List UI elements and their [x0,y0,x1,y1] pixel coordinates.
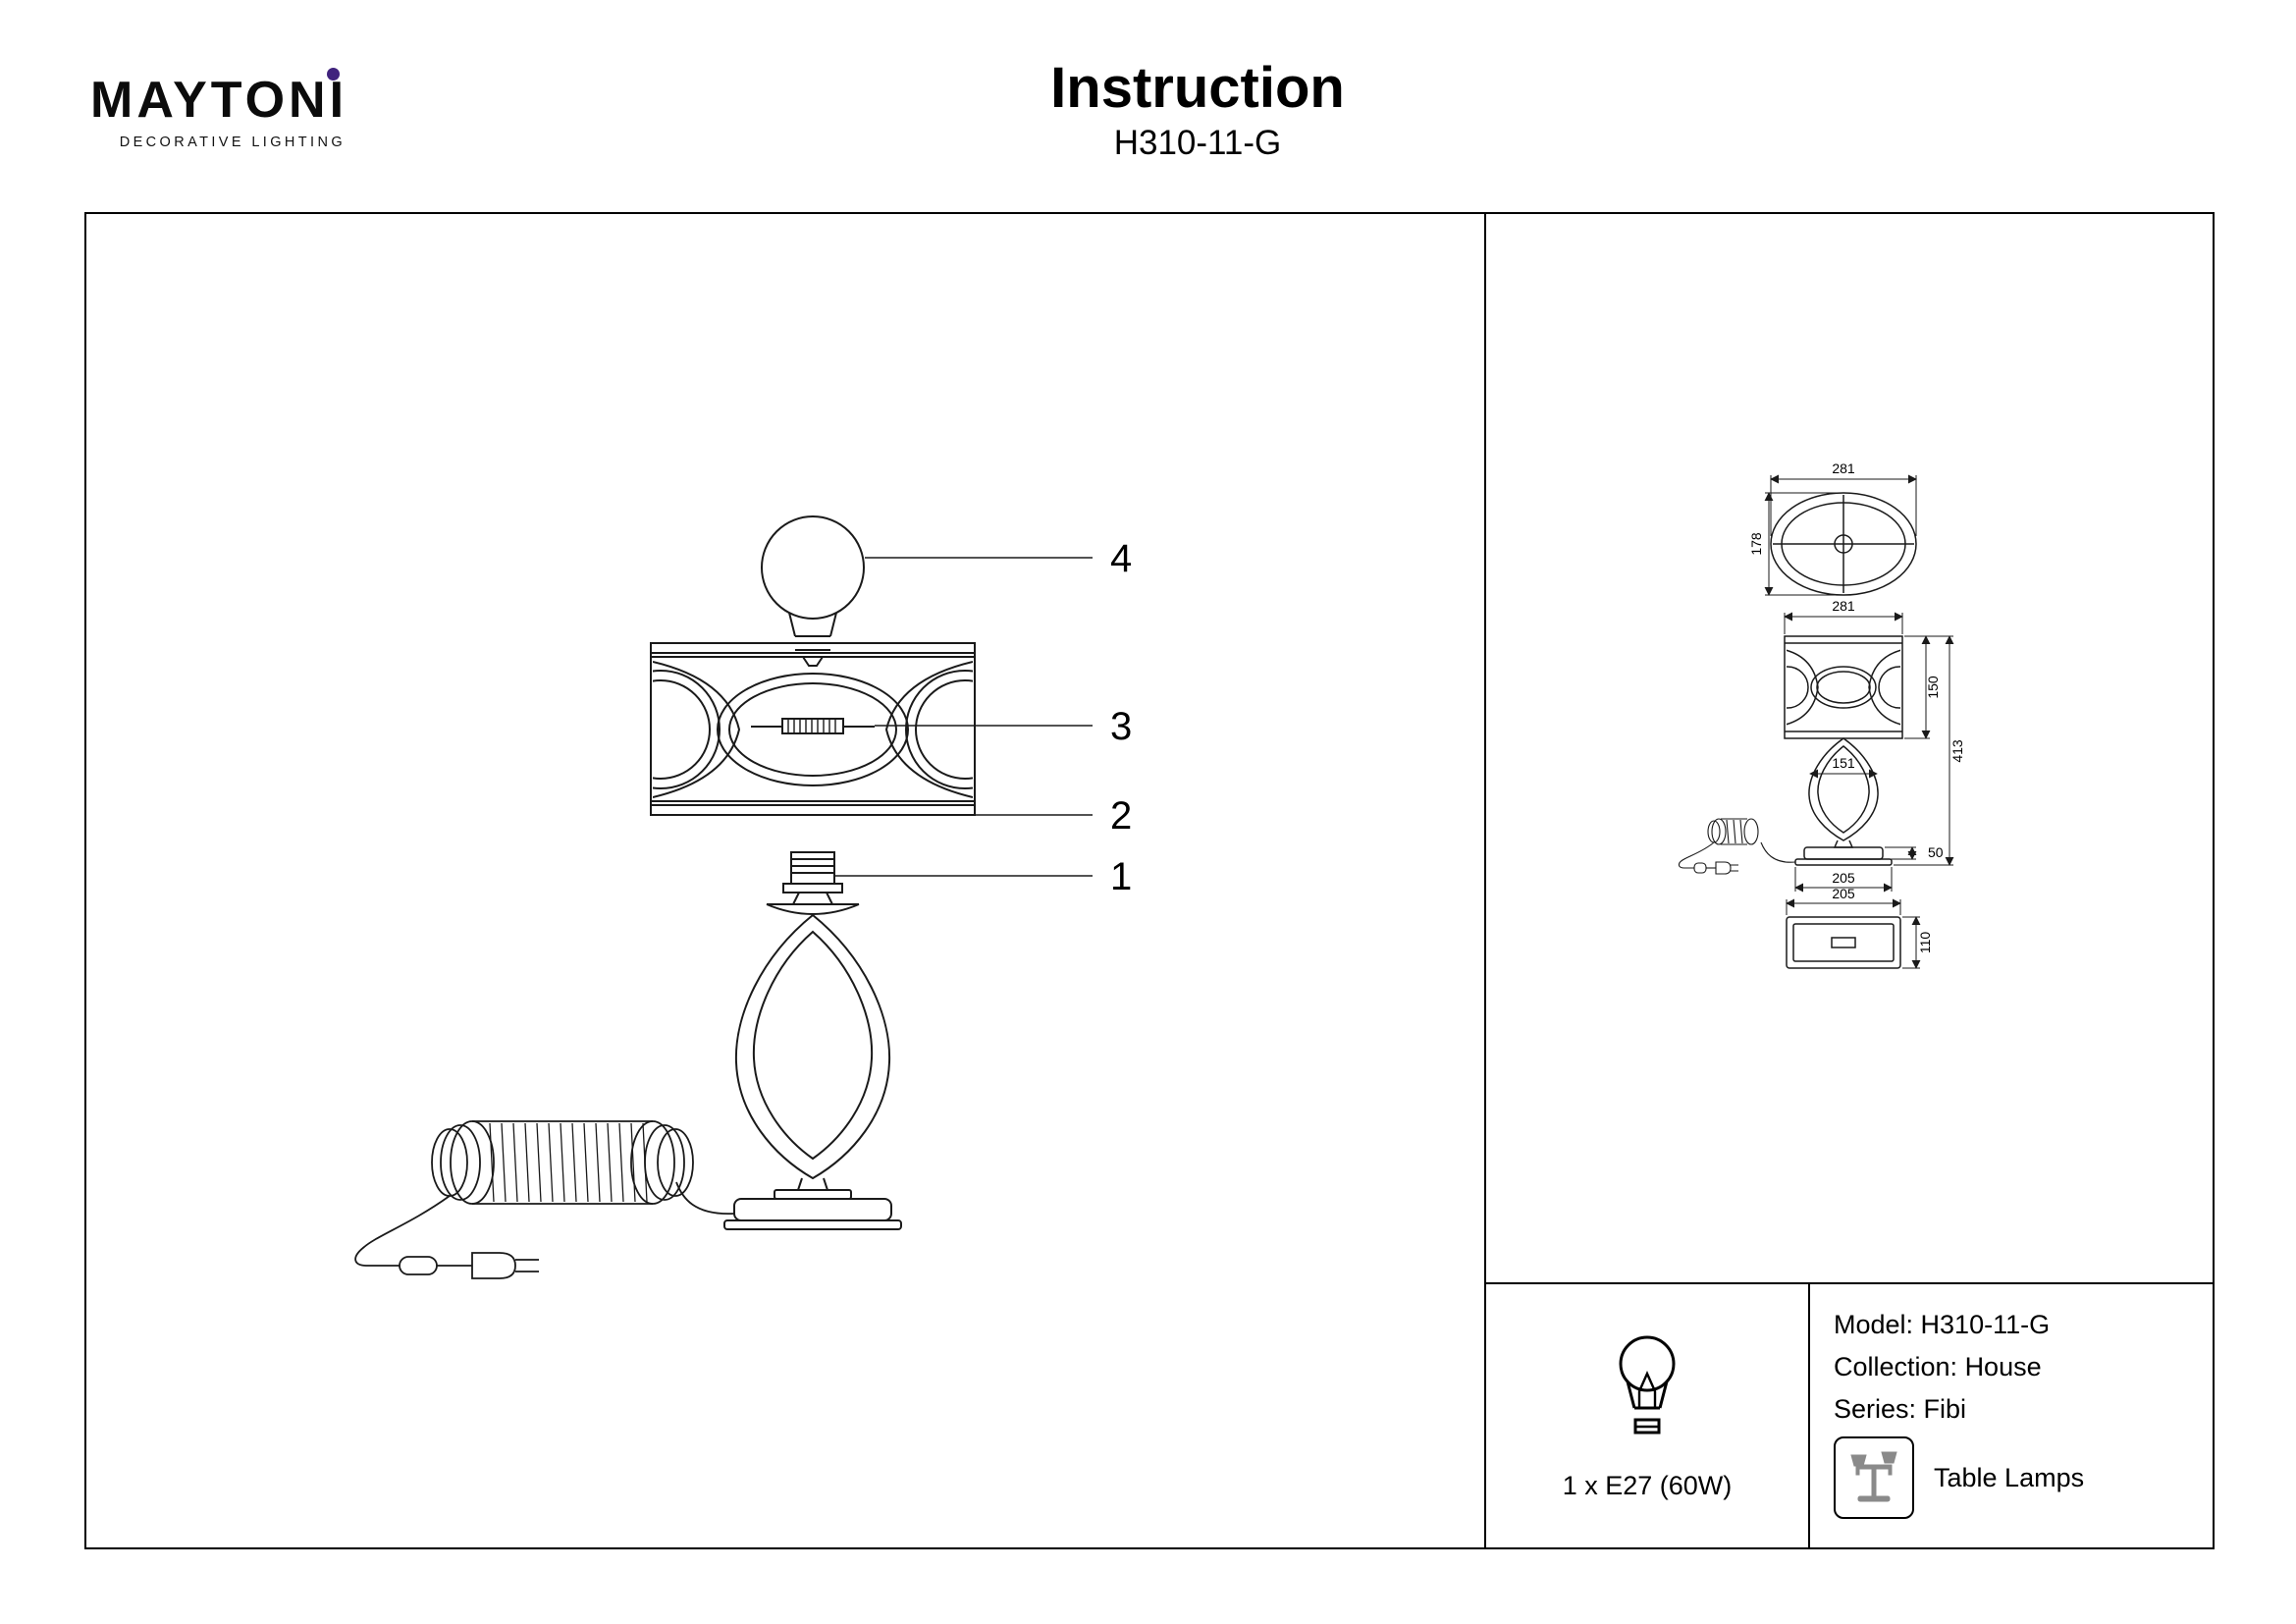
callout-number-3: 3 [1110,705,1132,748]
table-lamp-icon-box [1834,1436,1914,1519]
page-title: Instruction [1050,56,1345,120]
callout-lines [835,557,1093,877]
dimension-drawings-panel: 281 178 281 150 413 151 205 50 205 110 [1486,214,2213,1282]
exploded-view-panel: 4 3 2 1 [86,214,1486,1547]
collection-text: Collection: House [1834,1352,2042,1381]
dimension-drawings-svg: 281 178 281 150 413 151 205 50 205 110 [1678,460,1965,969]
dim-baseview-width: 205 [1832,886,1855,901]
bulb-spec-text: 1 x E27 (60W) [1562,1470,1733,1500]
dim-topview-width: 281 [1832,460,1855,476]
exploded-view-drawing: 4 3 2 1 [354,515,1132,1279]
base-view-drawing [1786,916,1901,969]
inline-switch [399,1256,438,1275]
plug [471,1252,516,1279]
front-view-drawing [1678,635,1903,875]
socket-part [782,851,843,893]
top-view-drawing [1770,492,1917,596]
power-cord [354,1120,735,1279]
dim-baseview-depth: 110 [1917,932,1933,954]
callout-number-1: 1 [1110,855,1132,898]
logo-tagline: DECORATIVE LIGHTING [119,135,346,150]
bulb-icon [1619,1335,1676,1434]
shade-part [650,642,976,816]
category-row: Table Lamps [1834,1436,2213,1519]
table-lamp-icon [1850,1451,1897,1502]
callout-number-4: 4 [1110,537,1132,580]
model-text: Model: H310-11-G [1834,1310,2051,1339]
category-label: Table Lamps [1934,1462,2085,1492]
logo-wordmark: MAYTONI [90,68,348,129]
dim-body-width: 151 [1832,755,1855,771]
bulb-spec-cell: 1 x E27 (60W) [1486,1284,1810,1547]
dim-shade-width: 281 [1832,598,1855,614]
maytoni-logo: MAYTONI DECORATIVE LIGHTING [90,68,348,150]
model-number: H310-11-G [1113,123,1282,162]
series-text: Series: Fibi [1834,1394,1967,1424]
dim-topview-depth: 178 [1748,532,1764,556]
product-info-cell: Model: H310-11-G Collection: House Serie… [1810,1284,2213,1547]
logo-dot-icon [327,68,340,81]
mini-cord [1678,818,1796,875]
body-part [723,892,902,1230]
logo-text: MAYTONI [90,72,348,129]
dim-base-width-front: 205 [1832,870,1855,886]
main-frame: 4 3 2 1 [84,212,2215,1549]
dim-shade-height: 150 [1925,676,1941,699]
dim-total-height: 413 [1949,739,1965,763]
header: Instruction H310-11-G [1050,57,1345,163]
right-panel: 281 178 281 150 413 151 205 50 205 110 [1486,214,2213,1547]
dim-base-height: 50 [1928,844,1944,860]
spec-table: 1 x E27 (60W) Model: H310-11-G Collectio… [1486,1282,2213,1547]
callout-number-2: 2 [1110,794,1132,838]
